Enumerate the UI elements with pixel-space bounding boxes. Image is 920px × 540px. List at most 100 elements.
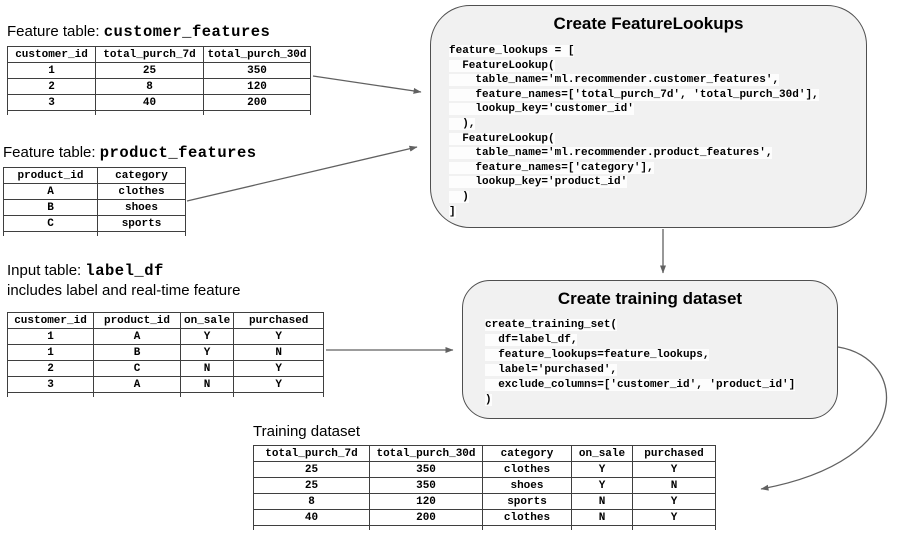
table-cell: 25	[95, 62, 204, 79]
table-cell	[571, 525, 633, 530]
title-prefix: Input table:	[7, 262, 86, 279]
column-header: customer_id	[7, 312, 94, 329]
table-cell: Y	[233, 328, 325, 345]
code-line: table_name='ml.recommender.product_featu…	[449, 147, 773, 160]
title-prefix: Feature table:	[3, 144, 100, 161]
table-cell: 3	[7, 376, 94, 393]
table-cell: N	[632, 477, 716, 494]
table-cell: C	[3, 215, 98, 232]
table-cell	[203, 110, 311, 115]
table-cell: 40	[95, 94, 204, 111]
customer-features-title: Feature table: customer_features	[7, 22, 311, 42]
label-df-title: Input table: label_df	[7, 261, 324, 281]
column-header: category	[97, 167, 186, 184]
table-cell: Y	[571, 461, 633, 478]
code-line: )	[449, 190, 469, 203]
table-cell	[179, 392, 235, 397]
create-training-dataset-box: Create training dataset create_training_…	[462, 280, 838, 419]
table-cell: Y	[233, 360, 325, 377]
arrow-customer-to-lookups	[312, 75, 422, 94]
column-header: purchased	[632, 445, 716, 462]
title-table-name: customer_features	[103, 23, 271, 41]
table-cell: 120	[203, 78, 311, 95]
code-line: feature_lookups = [	[449, 45, 575, 57]
table-cell: 350	[203, 62, 311, 79]
feature-lookups-code: feature_lookups = [ FeatureLookup( table…	[449, 44, 866, 219]
table-cell	[93, 392, 181, 397]
create-training-dataset-heading: Create training dataset	[557, 289, 743, 308]
table-cell: 1	[7, 344, 94, 361]
table-cell: 25	[253, 461, 370, 478]
code-line: ]	[449, 205, 456, 218]
column-header: total_purch_7d	[95, 46, 204, 63]
table-cell: B	[3, 199, 98, 216]
table-cell	[95, 110, 204, 115]
column-header: on_sale	[571, 445, 633, 462]
table-cell	[233, 392, 325, 397]
code-line: df=label_df,	[485, 334, 578, 346]
table-cell	[369, 525, 483, 530]
table-cell: 200	[369, 509, 483, 526]
table-cell: 40	[253, 509, 370, 526]
column-header: customer_id	[7, 46, 96, 63]
table-cell: 350	[369, 477, 483, 494]
table-cell: 350	[369, 461, 483, 478]
product-features-title: Feature table: product_features	[3, 143, 257, 163]
table-cell: 25	[253, 477, 370, 494]
title-table-name: label_df	[85, 262, 164, 280]
code-line: FeatureLookup(	[449, 59, 555, 72]
column-header: total_purch_30d	[203, 46, 311, 63]
table-cell: A	[93, 376, 181, 393]
table-cell: clothes	[482, 461, 572, 478]
table-cell: Y	[632, 461, 716, 478]
training-dataset-code: create_training_set( df=label_df, featur…	[485, 318, 837, 408]
code-line: feature_names=['total_purch_7d', 'total_…	[449, 88, 819, 101]
label-df-subtitle: includes label and real-time feature	[7, 282, 241, 299]
table-cell: Y	[632, 509, 716, 526]
code-line: feature_names=['category'],	[449, 161, 654, 174]
table-cell: shoes	[482, 477, 572, 494]
table-cell	[253, 525, 370, 530]
column-header: category	[482, 445, 572, 462]
table-cell: clothes	[97, 183, 186, 200]
table-cell: 1	[7, 62, 96, 79]
table-cell: 2	[7, 360, 94, 377]
cropped-row-stub	[253, 525, 716, 530]
column-header: purchased	[233, 312, 325, 329]
table-cell: 8	[253, 493, 370, 510]
column-header: product_id	[93, 312, 181, 329]
code-line: label='purchased',	[485, 364, 618, 376]
table-cell: shoes	[97, 199, 186, 216]
table-cell	[97, 231, 186, 236]
table-cell: N	[179, 360, 235, 377]
table-cell: N	[233, 344, 325, 361]
table-cell: Y	[571, 477, 633, 494]
column-header: total_purch_7d	[253, 445, 370, 462]
table-cell	[7, 392, 94, 397]
table-cell: sports	[97, 215, 186, 232]
table-cell: sports	[482, 493, 572, 510]
column-header: on_sale	[179, 312, 235, 329]
create-feature-lookups-box: Create FeatureLookups feature_lookups = …	[430, 5, 867, 228]
code-line: lookup_key='customer_id'	[449, 103, 634, 116]
cropped-row-stub	[7, 110, 311, 115]
code-line: create_training_set(	[485, 319, 618, 331]
